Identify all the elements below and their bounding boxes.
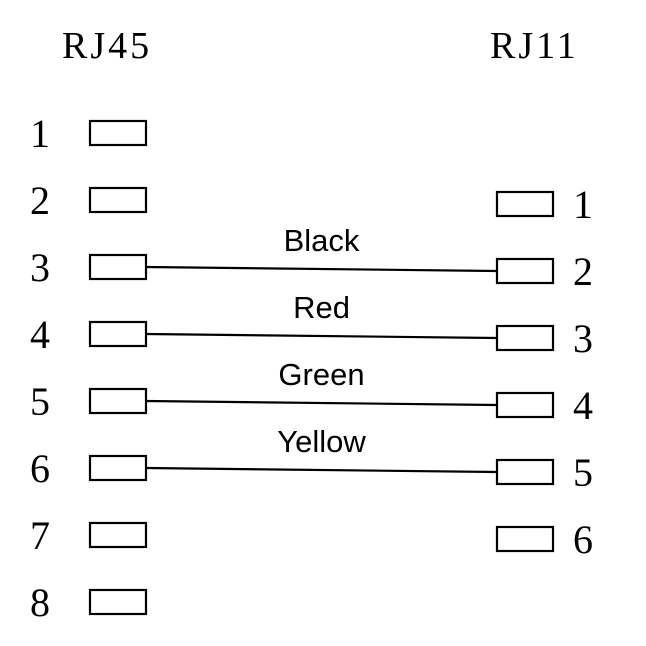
rj45-pin-5-label: 5 bbox=[30, 379, 50, 424]
rj45-pin-6-box bbox=[88, 454, 148, 482]
wire-green bbox=[145, 399, 498, 407]
rj45-pin-1-box bbox=[88, 119, 148, 147]
rj11-pin-6-box bbox=[495, 525, 555, 553]
rj45-pin-7-label: 7 bbox=[30, 513, 50, 558]
rj11-pin-4-label: 4 bbox=[573, 383, 593, 428]
rj45-pin-5-box bbox=[88, 387, 148, 415]
rj45-pin-8-box bbox=[88, 588, 148, 616]
rj45-pin-3-box bbox=[88, 253, 148, 281]
rj45-pin-8-label: 8 bbox=[30, 580, 50, 625]
rj11-pin-5-box bbox=[495, 458, 555, 486]
wire-label-yellow: Yellow bbox=[277, 424, 366, 459]
rj11-pin-5-label: 5 bbox=[573, 450, 593, 495]
rj45-pins: 1 2 3 4 5 6 7 8 bbox=[30, 111, 148, 625]
rj45-pin-4-box bbox=[88, 320, 148, 348]
wire-red bbox=[145, 332, 498, 340]
rj11-pin-4-box bbox=[495, 391, 555, 419]
rj11-pin-3-box bbox=[495, 324, 555, 352]
wire-label-red: Red bbox=[293, 290, 350, 325]
rj11-pin-6-label: 6 bbox=[573, 517, 593, 562]
rj45-pin-3-label: 3 bbox=[30, 245, 50, 290]
wire-black bbox=[145, 265, 498, 273]
rj11-pin-2-box bbox=[495, 257, 555, 285]
wire-label-black: Black bbox=[284, 223, 360, 258]
rj11-pin-3-label: 3 bbox=[573, 316, 593, 361]
rj45-title: RJ45 bbox=[62, 25, 152, 67]
rj11-pins: 1 2 3 4 5 6 bbox=[495, 182, 593, 562]
wire-yellow bbox=[145, 466, 498, 474]
rj45-pin-7-box bbox=[88, 521, 148, 549]
rj45-pin-2-label: 2 bbox=[30, 178, 50, 223]
rj11-pin-1-label: 1 bbox=[573, 182, 593, 227]
rj45-pin-4-label: 4 bbox=[30, 312, 50, 357]
rj11-pin-2-label: 2 bbox=[573, 249, 593, 294]
rj45-pin-2-box bbox=[88, 186, 148, 214]
wire-label-green: Green bbox=[278, 357, 364, 392]
rj45-pin-6-label: 6 bbox=[30, 446, 50, 491]
rj45-pin-1-label: 1 bbox=[30, 111, 50, 156]
rj11-title: RJ11 bbox=[490, 25, 579, 67]
rj11-pin-1-box bbox=[495, 190, 555, 218]
